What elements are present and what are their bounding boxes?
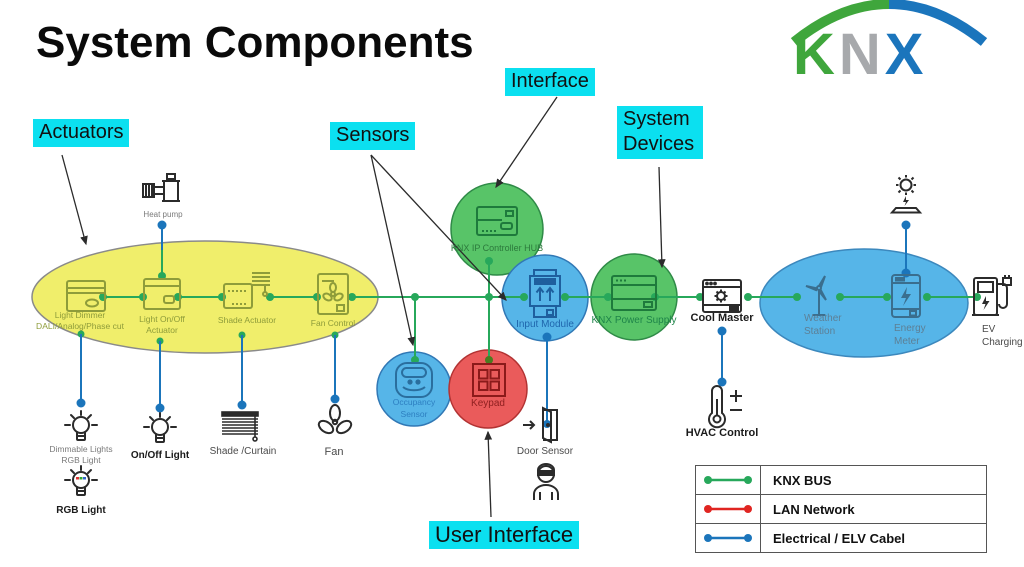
- energy-meter-label-line1: Energy: [894, 323, 926, 334]
- burglar-icon: [533, 463, 559, 500]
- legend-label-knx-bus: KNX BUS: [773, 472, 832, 488]
- energy-meter-icon: [891, 274, 921, 318]
- light-onoff-label: Light On/Off: [139, 314, 185, 324]
- legend-row-elv: Electrical / ELV Cabel: [696, 524, 986, 552]
- power-supply-label: KNX Power Supply: [591, 315, 677, 326]
- dimmable-label-line1: Dimmable Lights: [49, 444, 113, 454]
- power-supply-icon: [611, 275, 657, 311]
- knx-logo-arc: [790, 0, 988, 46]
- weather-station-label-line1: Weather: [804, 313, 842, 324]
- keypad-label: Keypad: [471, 398, 505, 409]
- shade-actuator-icon: [223, 272, 270, 309]
- knx-logo-k: K: [793, 22, 839, 87]
- rgb-light-icon: [63, 463, 99, 503]
- hvac-control-label: HVAC Control: [685, 427, 759, 439]
- rgb-light-label: RGB Light: [56, 505, 106, 516]
- elv-lines: [80, 225, 907, 424]
- light-dimmer-label: Light Dimmer: [54, 310, 106, 320]
- legend-swatch-lan: [696, 495, 761, 523]
- door-sensor-icon: [523, 406, 558, 444]
- dimmable-light-icon: [63, 408, 99, 448]
- knx-logo-x: X: [884, 22, 928, 87]
- hub-icon: [476, 206, 518, 236]
- legend: KNX BUS LAN Network Electrical / ELV C: [695, 465, 987, 553]
- light-dimmer-sublabel: DALI/Analog/Phase cut: [36, 321, 124, 331]
- callout-arrows: [61, 96, 666, 518]
- keypad-icon: [472, 363, 506, 397]
- heat-pump-icon: [142, 173, 180, 202]
- callout-system-devices-line2: Devices: [623, 133, 695, 155]
- weather-station-label: Weather Station: [804, 313, 842, 338]
- dimmable-label-line2: RGB Light: [61, 455, 101, 465]
- fan-control-icon: [317, 273, 349, 315]
- page-title: System Components: [36, 18, 474, 67]
- onoff-light-icon: [142, 410, 178, 450]
- light-onoff-icon: [143, 278, 181, 310]
- elv-dots: [76, 220, 911, 428]
- shade-actuator-label: Shade Actuator: [217, 315, 277, 325]
- knx-logo: KNX: [793, 26, 927, 84]
- legend-swatch-elv: [696, 524, 761, 552]
- fan-control-label: Fan Control: [310, 318, 356, 328]
- heat-pump-label: Heat pump: [143, 210, 183, 219]
- knx-logo-n: N: [838, 22, 885, 87]
- cool-master-label: Cool Master: [690, 312, 754, 324]
- callout-system-devices-line1: System: [623, 108, 690, 130]
- legend-row-knx-bus: KNX BUS: [696, 466, 986, 495]
- shade-curtain-icon: [221, 411, 259, 442]
- weather-station-label-line2: Station: [804, 325, 836, 337]
- weather-energy-ellipse: [759, 248, 969, 358]
- legend-label-elv: Electrical / ELV Cabel: [773, 530, 905, 546]
- legend-row-lan: LAN Network: [696, 495, 986, 524]
- callout-user-interface: User Interface: [429, 521, 580, 549]
- occupancy-sensor-icon: [395, 362, 433, 398]
- ev-charging-label-line2: Charging: [982, 336, 1023, 348]
- callout-sensors: Sensors: [330, 122, 416, 150]
- ev-charging-icon: [972, 275, 1012, 316]
- legend-swatch-knx-bus: [696, 466, 761, 494]
- input-module-icon: [529, 269, 561, 318]
- light-onoff-sublabel: Actuator: [146, 325, 178, 335]
- legend-label-lan: LAN Network: [773, 501, 855, 517]
- door-sensor-label: Door Sensor: [516, 446, 574, 457]
- shade-curtain-label: Shade /Curtain: [209, 446, 277, 457]
- energy-meter-label-line2: Meter: [894, 335, 920, 347]
- solar-panel-icon: [889, 175, 923, 214]
- occupancy-label-line2: Sensor: [400, 409, 428, 419]
- energy-meter-label: Energy Meter: [894, 323, 926, 348]
- ev-charging-label: EV Charging: [982, 324, 1023, 349]
- onoff-light-label: On/Off Light: [130, 450, 190, 461]
- hub-label: KNX IP Controller HUB: [450, 243, 544, 253]
- input-module-label: Input Module: [516, 319, 574, 330]
- hvac-control-icon: [708, 385, 742, 429]
- occupancy-label-line1: Occupancy: [392, 397, 436, 407]
- callout-actuators: Actuators: [33, 119, 130, 147]
- callout-system-devices: System Devices: [617, 106, 703, 159]
- callout-interface: Interface: [505, 68, 595, 96]
- weather-station-icon: [805, 275, 827, 316]
- fan-icon: [317, 404, 353, 435]
- ev-charging-label-line1: EV: [982, 324, 996, 335]
- cool-master-icon: [702, 279, 742, 313]
- light-dimmer-icon: [66, 280, 106, 312]
- knx-bus-lines: [103, 250, 977, 360]
- fan-label: Fan: [324, 446, 344, 458]
